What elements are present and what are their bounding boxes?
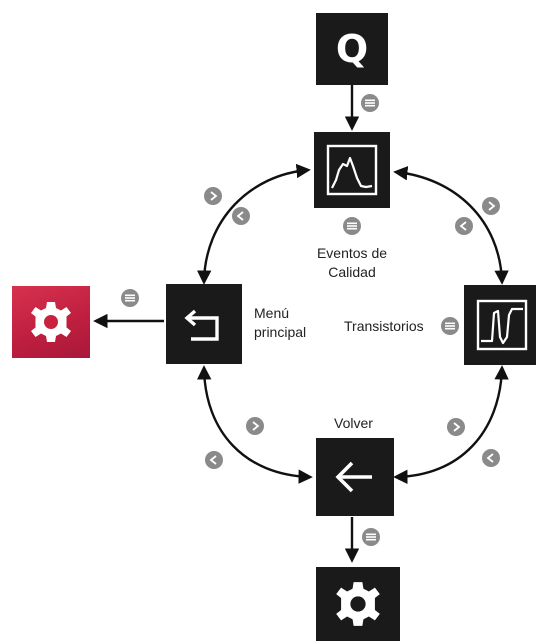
badge-chevron-right-icon <box>204 187 222 205</box>
quality-events-label-line1: Eventos de <box>316 245 388 261</box>
badge-menu-icon <box>362 528 380 546</box>
back-tile[interactable] <box>316 438 394 516</box>
badge-menu-icon <box>441 317 459 335</box>
badge-menu-icon <box>121 289 139 307</box>
back-undo-icon <box>184 309 219 341</box>
quality-key-tile[interactable]: Q <box>316 13 388 85</box>
badge-chevron-right-icon <box>447 418 465 436</box>
main-menu-label-line1: Menú <box>254 305 290 321</box>
settings-tile-dark[interactable] <box>316 567 400 641</box>
quality-events-label-line2: Calidad <box>328 264 376 280</box>
arrow-eventos-transistorios <box>393 166 509 285</box>
badge-chevron-right-icon <box>246 417 264 435</box>
badge-chevron-right-icon <box>482 197 500 215</box>
arrow-eventos-menu <box>196 163 311 285</box>
gear-icon <box>336 582 380 626</box>
transients-tile[interactable] <box>464 285 536 365</box>
back-label: Volver <box>334 415 373 431</box>
badge-chevron-left-icon <box>205 451 223 469</box>
quality-events-tile[interactable] <box>314 132 390 208</box>
transients-label: Transistorios <box>344 318 424 334</box>
arrow-left-icon <box>335 461 372 493</box>
badge-menu-icon <box>343 217 361 235</box>
quality-events-label: Eventos de Calidad <box>296 244 408 282</box>
quality-key-label: Q <box>335 27 369 71</box>
settings-tile-red[interactable] <box>12 286 90 358</box>
main-menu-tile[interactable] <box>166 284 242 364</box>
badge-chevron-left-icon <box>232 207 250 225</box>
arrow-transistorios-volver <box>393 365 509 485</box>
arrow-menu-volver <box>196 365 313 484</box>
main-menu-label: Menú principal <box>254 304 306 342</box>
gear-icon <box>31 302 71 342</box>
main-menu-label-line2: principal <box>254 324 307 340</box>
badge-menu-icon <box>361 94 379 112</box>
waveform-event-icon <box>326 144 378 196</box>
badge-chevron-left-icon <box>455 217 473 235</box>
badge-chevron-left-icon <box>482 449 500 467</box>
waveform-transient-icon <box>476 299 528 351</box>
